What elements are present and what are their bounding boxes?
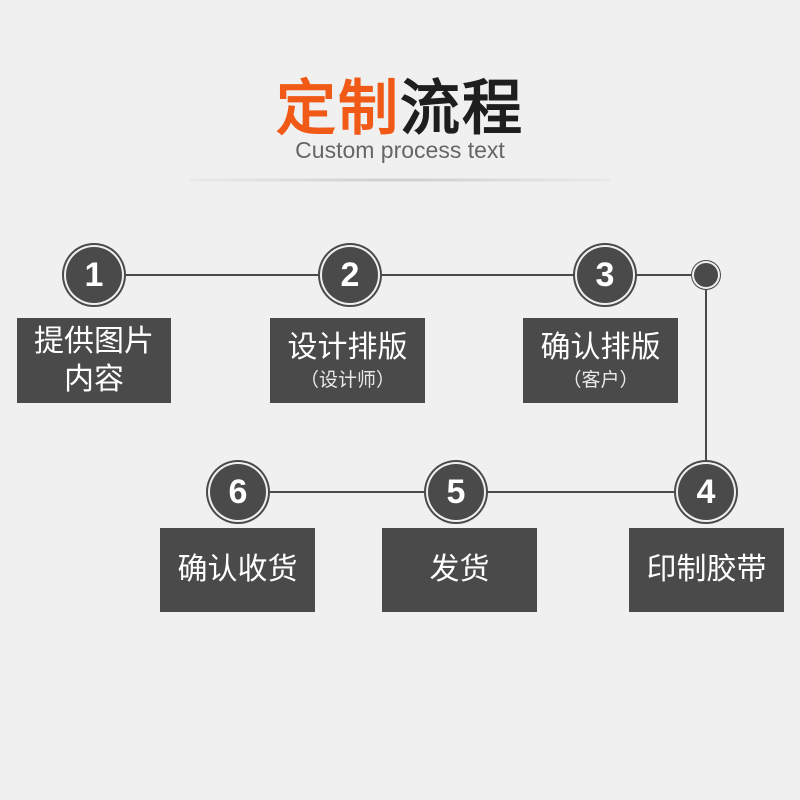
- step-label: 确认排版: [540, 329, 661, 365]
- step-node-5: 5: [428, 464, 484, 520]
- page-title: 定制流程: [0, 74, 800, 144]
- step-label: 印制胶带: [646, 552, 767, 587]
- title-rest: 流程: [400, 74, 524, 144]
- step-label: 发货: [429, 552, 490, 587]
- step-note: （设计师）: [299, 368, 395, 391]
- title-accent: 定制: [276, 74, 400, 144]
- step-box-5: 发货: [382, 528, 537, 612]
- step-node-6: 6: [210, 464, 266, 520]
- page-subtitle: Custom process text: [295, 137, 505, 163]
- step-node-1: 1: [66, 247, 122, 303]
- step-label: 确认收货: [177, 552, 298, 587]
- step-label: 设计排版: [287, 329, 408, 365]
- step-box-4: 印制胶带: [629, 528, 784, 612]
- header-divider: [190, 178, 610, 182]
- turn-dot: [694, 263, 718, 287]
- step-box-3: 确认排版 （客户）: [523, 318, 678, 403]
- step-note: （客户）: [562, 368, 639, 391]
- step-box-2: 设计排版 （设计师）: [270, 318, 425, 403]
- step-node-4: 4: [678, 464, 734, 520]
- step-label: 提供图片: [34, 323, 154, 359]
- step-node-3: 3: [577, 247, 633, 303]
- step-box-1: 提供图片 内容: [17, 318, 171, 403]
- step-label-line2: 内容: [64, 361, 124, 397]
- step-box-6: 确认收货: [160, 528, 315, 612]
- step-node-2: 2: [322, 247, 378, 303]
